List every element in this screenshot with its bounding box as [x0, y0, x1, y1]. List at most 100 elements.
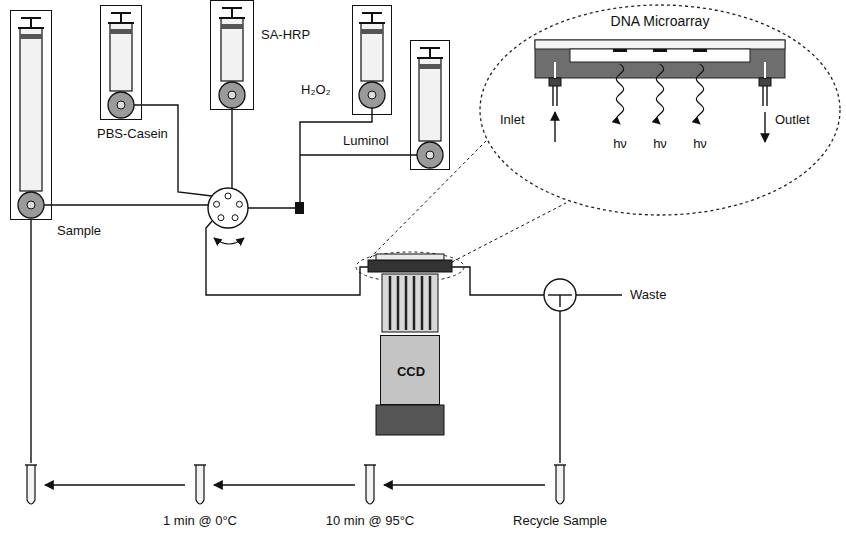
- test-tube: [556, 465, 564, 504]
- barrel-flange: [108, 22, 134, 24]
- port-bore: [764, 62, 766, 78]
- valve-rotation-arrow: [214, 238, 244, 244]
- luminol-tubing: [300, 154, 417, 155]
- part-label: hν: [693, 136, 707, 151]
- dna-spot: [693, 49, 707, 52]
- syringe-barrel: [20, 28, 42, 191]
- microarray-slide: [376, 254, 444, 260]
- fitting-nut: [759, 78, 771, 86]
- taper-stripe: [413, 276, 416, 330]
- plunger-head: [361, 29, 383, 34]
- syringe-pump: SA-HRP: [210, 0, 254, 110]
- zoom-leader-line: [452, 203, 566, 262]
- syringe-barrel: [221, 18, 243, 81]
- transfer-arrow: [214, 484, 355, 485]
- outlet-label: Waste: [630, 287, 666, 302]
- port-tube: [556, 86, 557, 106]
- reagent-label: H₂O₂: [301, 82, 331, 97]
- part-label: Inlet: [500, 112, 525, 127]
- part-label: Outlet: [775, 112, 810, 127]
- valve-port: [236, 201, 242, 207]
- pump-valve-wheel: [108, 92, 134, 118]
- taper-stripe: [421, 276, 424, 330]
- test-tube-lip: [554, 464, 566, 465]
- valve-port: [232, 215, 238, 221]
- test-tube-lip: [364, 464, 376, 465]
- zoom-leader-line: [370, 140, 487, 258]
- syringe-barrel: [361, 23, 383, 81]
- sample-draw-tubing: [30, 220, 31, 463]
- syringe-pump: Luminol: [410, 40, 450, 170]
- plunger-head: [20, 34, 42, 39]
- syringe-pump: Sample: [10, 10, 52, 220]
- device-label: CCD: [397, 364, 425, 379]
- magnified-flow-cell: DNA MicroarrayInlethνhνhνOutlet: [480, 5, 840, 215]
- pump-valve-hub: [117, 101, 125, 109]
- pump-valve-hub: [27, 201, 35, 209]
- taper-stripe: [397, 276, 400, 330]
- pump-valve-wheel: [18, 192, 44, 218]
- flow-channel: [570, 49, 750, 62]
- reagent-label: SA-HRP: [261, 27, 310, 42]
- fitting-nut: [549, 78, 561, 86]
- flow-cell-plate: [368, 260, 452, 272]
- three-way-valve: [544, 279, 576, 311]
- port-tube: [762, 86, 763, 106]
- test-tube-lip: [194, 464, 206, 465]
- valve-port: [214, 201, 220, 207]
- valve-port: [225, 193, 231, 199]
- syringe-pump: PBS-Casein: [100, 5, 142, 120]
- pump-valve-wheel: [219, 82, 245, 108]
- microarray-glass-slide: [535, 40, 785, 49]
- pump-valve-hub: [228, 91, 236, 99]
- taper-stripe: [389, 276, 392, 330]
- magnify-callout-outline: [480, 5, 840, 215]
- rotary-valve: [208, 188, 248, 228]
- barrel-flange: [219, 17, 245, 19]
- inlet-tubing: [206, 221, 368, 295]
- mixing-tee: [295, 202, 304, 214]
- recycle-tubing: [559, 311, 560, 463]
- taper-stripe: [405, 276, 408, 330]
- step-label: Recycle Sample: [513, 513, 607, 528]
- valve-channel: [559, 295, 560, 307]
- port-tube: [766, 86, 767, 106]
- plunger-head: [419, 64, 441, 69]
- test-tube: [366, 465, 374, 504]
- valve-port: [218, 215, 224, 221]
- barrel-flange: [359, 22, 385, 24]
- waste-tubing: [576, 294, 622, 295]
- plunger-head: [110, 29, 132, 34]
- test-tube: [196, 465, 204, 504]
- step-label: 1 min @ 0°C: [163, 513, 237, 528]
- pump-valve-hub: [368, 91, 376, 99]
- outlet-arrow: [764, 112, 765, 142]
- dna-spot: [613, 49, 627, 52]
- reagent-label: Luminol: [343, 133, 389, 148]
- ccd-camera: CCD: [380, 335, 440, 405]
- port-tube: [552, 86, 553, 106]
- emitted-light-arrow: [696, 64, 703, 124]
- flow-cell-body: [535, 40, 785, 78]
- test-tube: [27, 465, 35, 504]
- pump-valve-wheel: [359, 82, 385, 108]
- ccd-camera-body: [376, 405, 444, 435]
- sample-tubing: [44, 204, 209, 205]
- fiber-optic-taper: [382, 274, 438, 332]
- emitted-light-arrow: [656, 64, 663, 124]
- dna-spot: [653, 49, 667, 52]
- barrel-flange: [18, 27, 44, 29]
- reagent-label: Sample: [57, 223, 101, 238]
- part-label: hν: [613, 136, 627, 151]
- pbs-casein-tubing: [134, 105, 212, 196]
- part-label: hν: [653, 136, 667, 151]
- inlet-arrow: [554, 112, 555, 142]
- step-label: 10 min @ 95°C: [326, 513, 415, 528]
- plunger-head: [221, 24, 243, 29]
- taper-stripe: [429, 276, 432, 330]
- sa-hrp-tubing: [231, 108, 232, 188]
- pump-valve-wheel: [417, 142, 443, 168]
- emitted-light-arrow: [616, 64, 623, 124]
